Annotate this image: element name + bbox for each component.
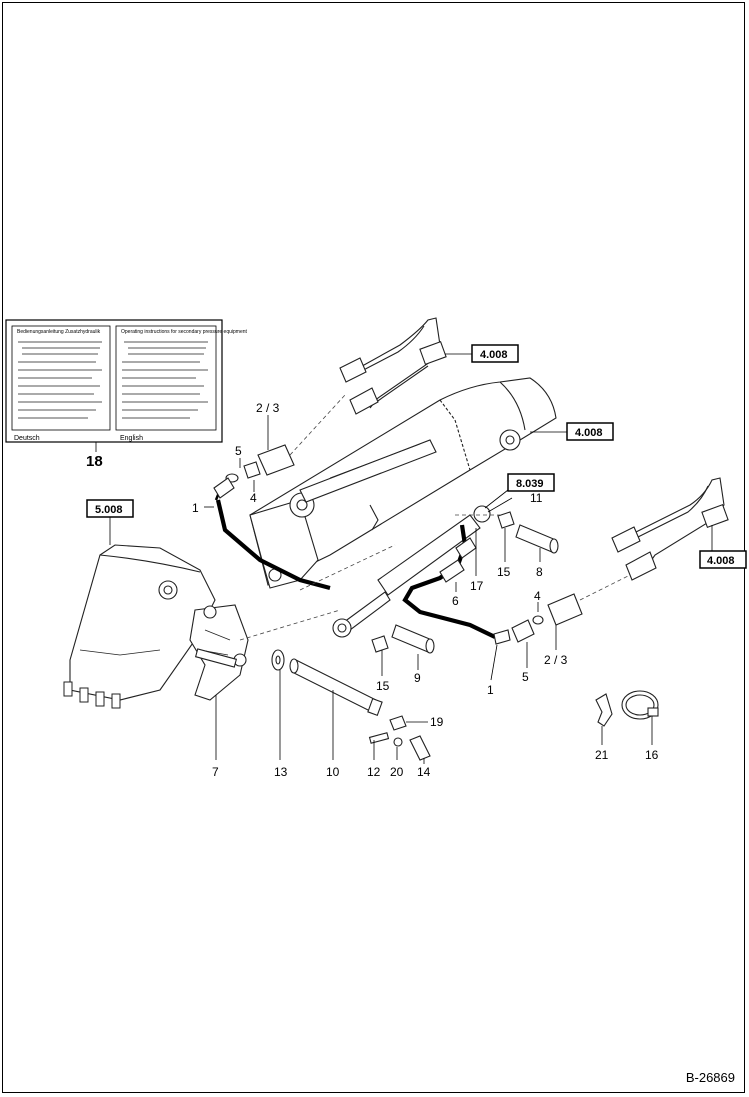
document-id: B-26869 [685,1070,735,1085]
callout-21: 21 [595,748,609,762]
fastener-parts [368,715,431,761]
callout-5-right: 5 [522,670,529,684]
bucket [63,544,216,709]
right-quick-couplers [611,504,729,581]
ref-box-3: 4.008 [699,525,747,569]
ref-box-2-text: 4.008 [575,427,603,439]
callout-17: 17 [470,579,484,593]
callout-14: 14 [417,765,431,779]
callout-1-left: 1 [192,501,199,515]
pin-10 [289,658,383,716]
callout-12: 12 [367,765,381,779]
decal-title-de: Bedienungsanleitung Zusatzhydraulik [17,329,101,335]
callout-20: 20 [390,765,404,779]
callout-2-3-right: 2 / 3 [544,653,568,667]
callout-11: 11 [530,491,543,505]
left-coupler-set [213,444,295,499]
callout-9: 9 [414,671,421,685]
callout-8: 8 [536,565,543,579]
callout-18: 18 [86,453,103,470]
hose-left [215,499,331,591]
right-coupler-set [439,537,583,645]
dashed-guides [239,394,631,641]
ref-box-5: 8.039 [484,473,555,509]
ref-box-1: 4.008 [445,344,519,363]
decal-lang-de: Deutsch [14,435,40,442]
callout-13: 13 [274,765,288,779]
callout-2-3-left: 2 / 3 [256,401,280,415]
decal-title-en: Operating instructions for secondary pre… [121,329,248,335]
boom-arm [249,377,557,589]
callout-15-lower: 15 [376,679,390,693]
operating-instructions-decal: Bedienungsanleitung Zusatzhydraulik Oper… [5,319,248,470]
ref-box-5-text: 8.039 [516,478,544,490]
decal-lang-en: English [120,435,143,442]
callout-7: 7 [212,765,219,779]
ref-box-4: 5.008 [86,499,134,545]
callout-5-left: 5 [235,444,242,458]
thumb [189,604,249,701]
callout-6: 6 [452,594,459,608]
callout-4-left: 4 [250,491,257,505]
hose-clamp-parts [595,690,659,727]
thumb-cylinder [332,505,491,638]
callout-4-right: 4 [534,589,541,603]
washer-13 [271,649,285,671]
upper-quick-couplers [339,341,447,415]
callout-1-right: 1 [487,683,494,697]
callout-15-upper: 15 [497,565,511,579]
ref-box-3-text: 4.008 [707,555,735,567]
pin-9 [371,624,435,654]
callout-10: 10 [326,765,340,779]
ref-box-1-text: 4.008 [480,349,508,361]
ref-box-2: 4.008 [530,422,614,441]
callout-numbers: 1 2 / 3 5 4 11 17 15 8 6 4 2 / 3 5 1 15 … [192,401,659,779]
ref-box-4-text: 5.008 [95,504,123,516]
callout-19: 19 [430,715,444,729]
callout-16: 16 [645,748,659,762]
callout-leaders [204,415,653,764]
pin-8 [497,511,559,554]
